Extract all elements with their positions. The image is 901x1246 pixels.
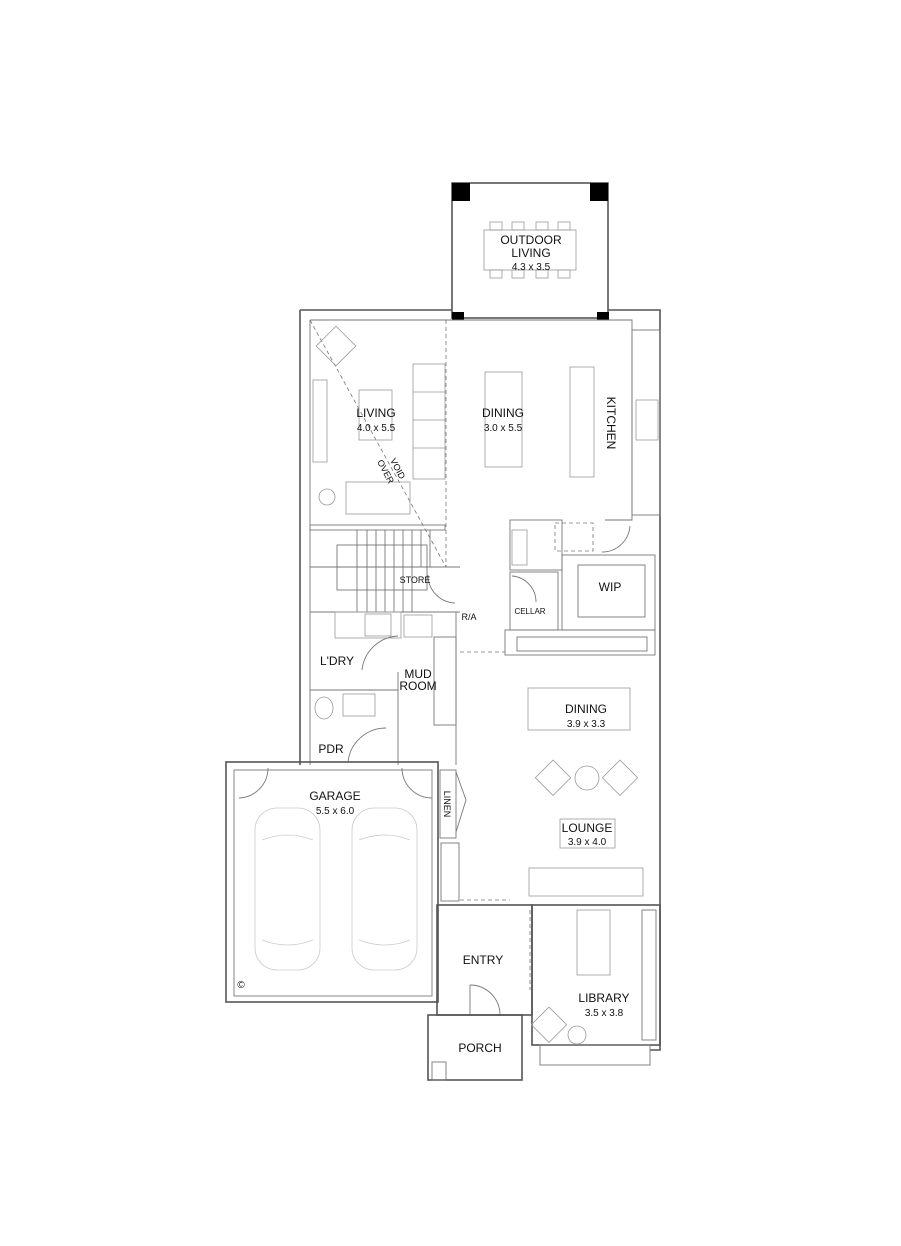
kitchen-label: KITCHEN: [604, 397, 618, 450]
cooktop: [635, 399, 659, 441]
dining-upper-size: 3.0 x 5.5: [484, 423, 523, 434]
kitchen-bench: [631, 329, 661, 516]
dining-table-lower: [527, 687, 631, 731]
outdoor-living-area: [451, 182, 609, 320]
porch: [427, 1014, 523, 1081]
dining-lower-size: 3.9 x 3.3: [567, 719, 606, 730]
cellar-label: CELLAR: [514, 607, 545, 616]
outdoor-table: [483, 229, 577, 271]
mudroom-label-1: MUD: [404, 667, 432, 681]
toilet: [314, 696, 334, 720]
lounge-label-box: [559, 818, 616, 849]
garage-label: GARAGE: [309, 789, 360, 803]
dining-lower-label: DINING: [565, 702, 607, 716]
lounge-size: 3.9 x 4.0: [568, 837, 607, 848]
library-desk: [576, 909, 611, 976]
library-label: LIBRARY: [578, 991, 629, 1005]
library-size: 3.5 x 3.8: [585, 1008, 624, 1019]
mudroom-bench: [433, 636, 457, 726]
cellar-room: [509, 571, 559, 631]
armchair: [315, 325, 357, 367]
post-right: [590, 183, 608, 201]
dining-table: [484, 371, 523, 468]
laundry-label: L'DRY: [320, 654, 354, 668]
pdr-label: PDR: [318, 742, 344, 756]
car-left: [254, 807, 321, 971]
living-size: 4.0 x 5.5: [357, 423, 396, 434]
wip-label: WIP: [599, 580, 622, 594]
outdoor-size: 4.3 x 3.5: [512, 262, 551, 273]
outdoor-label-2: LIVING: [511, 246, 550, 260]
car-right: [351, 807, 418, 971]
lounge-chair-left: [534, 759, 572, 796]
lounge-sofa: [528, 867, 644, 897]
ra-label: R/A: [461, 612, 476, 622]
mudroom-label-2: ROOM: [399, 679, 436, 693]
outdoor-label-1: OUTDOOR: [500, 233, 562, 247]
furniture: [312, 325, 644, 1045]
library-chair: [530, 1006, 568, 1043]
store-label: STORE: [400, 575, 431, 585]
sofa: [412, 363, 446, 480]
sofa-2: [345, 481, 411, 515]
lounge-chair-right: [601, 759, 639, 796]
dining-upper-label: DINING: [482, 406, 524, 420]
coffee-table: [358, 389, 393, 441]
copyright-symbol: ©: [237, 980, 245, 991]
kitchen-island: [569, 366, 595, 478]
linen-label: LINEN: [442, 791, 452, 818]
room-labels: OUTDOOR LIVING 4.3 x 3.5 LIVING 4.0 x 5.…: [237, 233, 629, 1055]
garage-size: 5.5 x 6.0: [316, 806, 355, 817]
post-left: [452, 183, 470, 201]
staircase: [310, 530, 460, 612]
walls: [225, 309, 661, 1081]
living-label: LIVING: [356, 406, 395, 420]
lounge-label: LOUNGE: [562, 821, 613, 835]
porch-label: PORCH: [458, 1041, 501, 1055]
entry-label: ENTRY: [463, 953, 503, 967]
